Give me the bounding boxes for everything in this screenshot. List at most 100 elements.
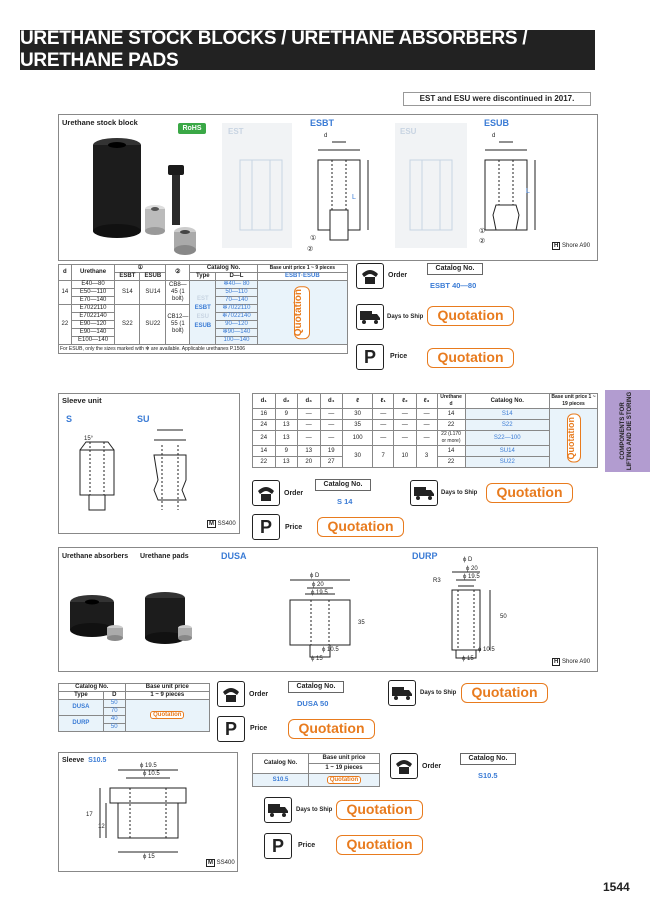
absorbers-price-icon: P: [217, 716, 245, 742]
esub-dim-l: L: [526, 188, 530, 195]
esbt-callout-1: ①: [310, 235, 317, 242]
absorbers-order-phone-icon: [217, 681, 245, 707]
sleeve-order-phone-icon: [252, 480, 280, 506]
absorbers-catalog-no-value: DUSA 50: [297, 699, 329, 708]
esub-label: ESUB: [484, 118, 510, 128]
durp-dim-20: ϕ 20: [466, 566, 478, 572]
pads-title: Urethane pads: [140, 553, 189, 560]
rohs-badge: RoHS: [178, 123, 206, 134]
sleeve-catalog-no-label: Catalog No.: [315, 479, 371, 491]
sleeve2-price-icon: P: [264, 833, 292, 859]
stock-block-figure-box: [58, 114, 598, 261]
sleeve2-catalog-no-label: Catalog No.: [460, 753, 516, 765]
sleeve-angle-label: 15°: [84, 436, 94, 442]
order-label: Order: [388, 272, 408, 279]
esu-drawing-bg: [395, 123, 467, 248]
stock-block-price-quotation: Quotation: [293, 285, 311, 340]
sleeve-catalog-no-value: S 14: [337, 497, 353, 506]
durp-dim-50: 50: [500, 614, 507, 620]
page-number: 1544: [603, 880, 630, 894]
page-title: URETHANE STOCK BLOCKS / URETHANE ABSORBE…: [20, 28, 595, 71]
order-phone-icon: [356, 263, 384, 289]
sleeve-table-quotation: Quotation: [326, 775, 362, 784]
sleeve-price-icon: P: [252, 514, 280, 540]
dusa-dim-35: 35: [358, 620, 365, 626]
sleeve-title: Sleeve S10.5: [62, 757, 107, 764]
sleeve-dim-105: ϕ 10.5: [143, 771, 160, 777]
sleeve-order-label: Order: [284, 490, 304, 497]
catalog-no-label: Catalog No.: [427, 263, 483, 275]
sleeve-material-note: M SS400: [207, 520, 236, 528]
esu-esub-drawing: [409, 141, 536, 231]
sleeve-dim-17: 17: [86, 812, 93, 818]
sleeve-price-quotation: Quotation: [317, 517, 404, 537]
dusa-dim-phi-d: ϕ D: [310, 573, 320, 579]
est-drawing-bg: [222, 123, 292, 248]
durp-dim-195: ϕ 19.5: [463, 574, 480, 580]
sleeve2-catalog-no-value: S10.5: [478, 771, 498, 780]
esbt-label: ESBT: [310, 118, 335, 128]
absorbers-order-label: Order: [249, 691, 269, 698]
days-to-ship-truck-icon: [356, 304, 384, 330]
esub-callout-1: ①: [479, 228, 486, 235]
absorbers-shore-note: H Shore A90: [552, 658, 591, 666]
sleeve-s-label: S: [66, 414, 73, 424]
sleeve2-price-quotation: Quotation: [336, 835, 423, 855]
absorbers-days-truck-icon: [388, 680, 416, 706]
price-icon: P: [356, 344, 384, 370]
sleeve-unit-drawing: [79, 429, 187, 511]
sleeve-su-label: SU: [137, 414, 150, 424]
sleeve2-days-truck-icon: [264, 797, 292, 823]
sleeve-unit-title: Sleeve unit: [62, 396, 102, 405]
days-to-ship-quotation: Quotation: [427, 306, 514, 326]
absorbers-price-label: Price: [250, 725, 268, 732]
dusa-durp-drawing: [289, 571, 491, 659]
days-to-ship-label: Days to Ship: [387, 314, 424, 320]
price-label: Price: [390, 353, 408, 360]
sleeve-drawing: [99, 769, 187, 853]
sleeve2-order-label: Order: [422, 763, 442, 770]
est-label: EST: [228, 127, 244, 136]
discontinued-notice: EST and ESU were discontinued in 2017.: [403, 92, 591, 106]
sleeve-price-label: Price: [285, 524, 303, 531]
esu-label: ESU: [400, 127, 417, 136]
est-esbt-drawing: [239, 141, 369, 241]
sleeve-unit-box: [58, 393, 240, 534]
sleeve-dim-195: ϕ 19.5: [140, 763, 157, 769]
absorbers-price-quotation-box: Quotation: [288, 719, 375, 739]
esbt-dim-d: d: [324, 133, 328, 139]
absorbers-photo: [70, 592, 192, 644]
sleeve-dim-12: 12: [98, 824, 105, 830]
durp-dim-105: ϕ 10.5: [478, 647, 495, 653]
absorbers-price-quotation: Quotation: [150, 711, 185, 719]
dusa-dim-195: ϕ 19.5: [311, 590, 328, 596]
sleeve-material-note-2: M SS400: [206, 859, 235, 867]
sleeve-days-truck-icon: [410, 480, 438, 506]
esub-dim-d: d: [492, 133, 496, 139]
price-quotation: Quotation: [427, 348, 514, 368]
absorbers-catalog-no-label: Catalog No.: [288, 681, 344, 693]
absorbers-days-to-ship-label: Days to Ship: [420, 690, 457, 696]
sleeve-table: Catalog No.Base unit price 1 ~ 19 pieces…: [251, 753, 380, 787]
durp-dim-phi-d: ϕ D: [463, 557, 473, 563]
durp-label: DURP: [412, 551, 438, 561]
sleeve-days-to-ship-label: Days to Ship: [441, 490, 478, 496]
stock-block-table: d Urethane ① ② Catalog No. Base unit pri…: [58, 264, 349, 354]
absorbers-title: Urethane absorbers: [62, 553, 129, 560]
sleeve2-price-label: Price: [298, 842, 316, 849]
stock-block-photo: [93, 138, 196, 255]
absorbers-days-quotation: Quotation: [461, 683, 548, 703]
dusa-dim-105: ϕ 10.5: [322, 647, 339, 653]
dusa-dim-20: ϕ 20: [312, 582, 324, 588]
esub-callout-2: ②: [479, 238, 486, 245]
dusa-dim-15: ϕ 15: [311, 656, 323, 662]
stock-block-title: Urethane stock block: [62, 118, 138, 127]
esbt-dim-l: L: [352, 194, 356, 201]
sleeve-dim-15: ϕ 15: [143, 854, 155, 860]
catalog-no-value: ESBT 40—80: [430, 281, 477, 290]
sleeve2-days-to-ship-label: Days to Ship: [296, 807, 333, 813]
sleeve-unit-price-quotation: Quotation: [566, 413, 581, 463]
